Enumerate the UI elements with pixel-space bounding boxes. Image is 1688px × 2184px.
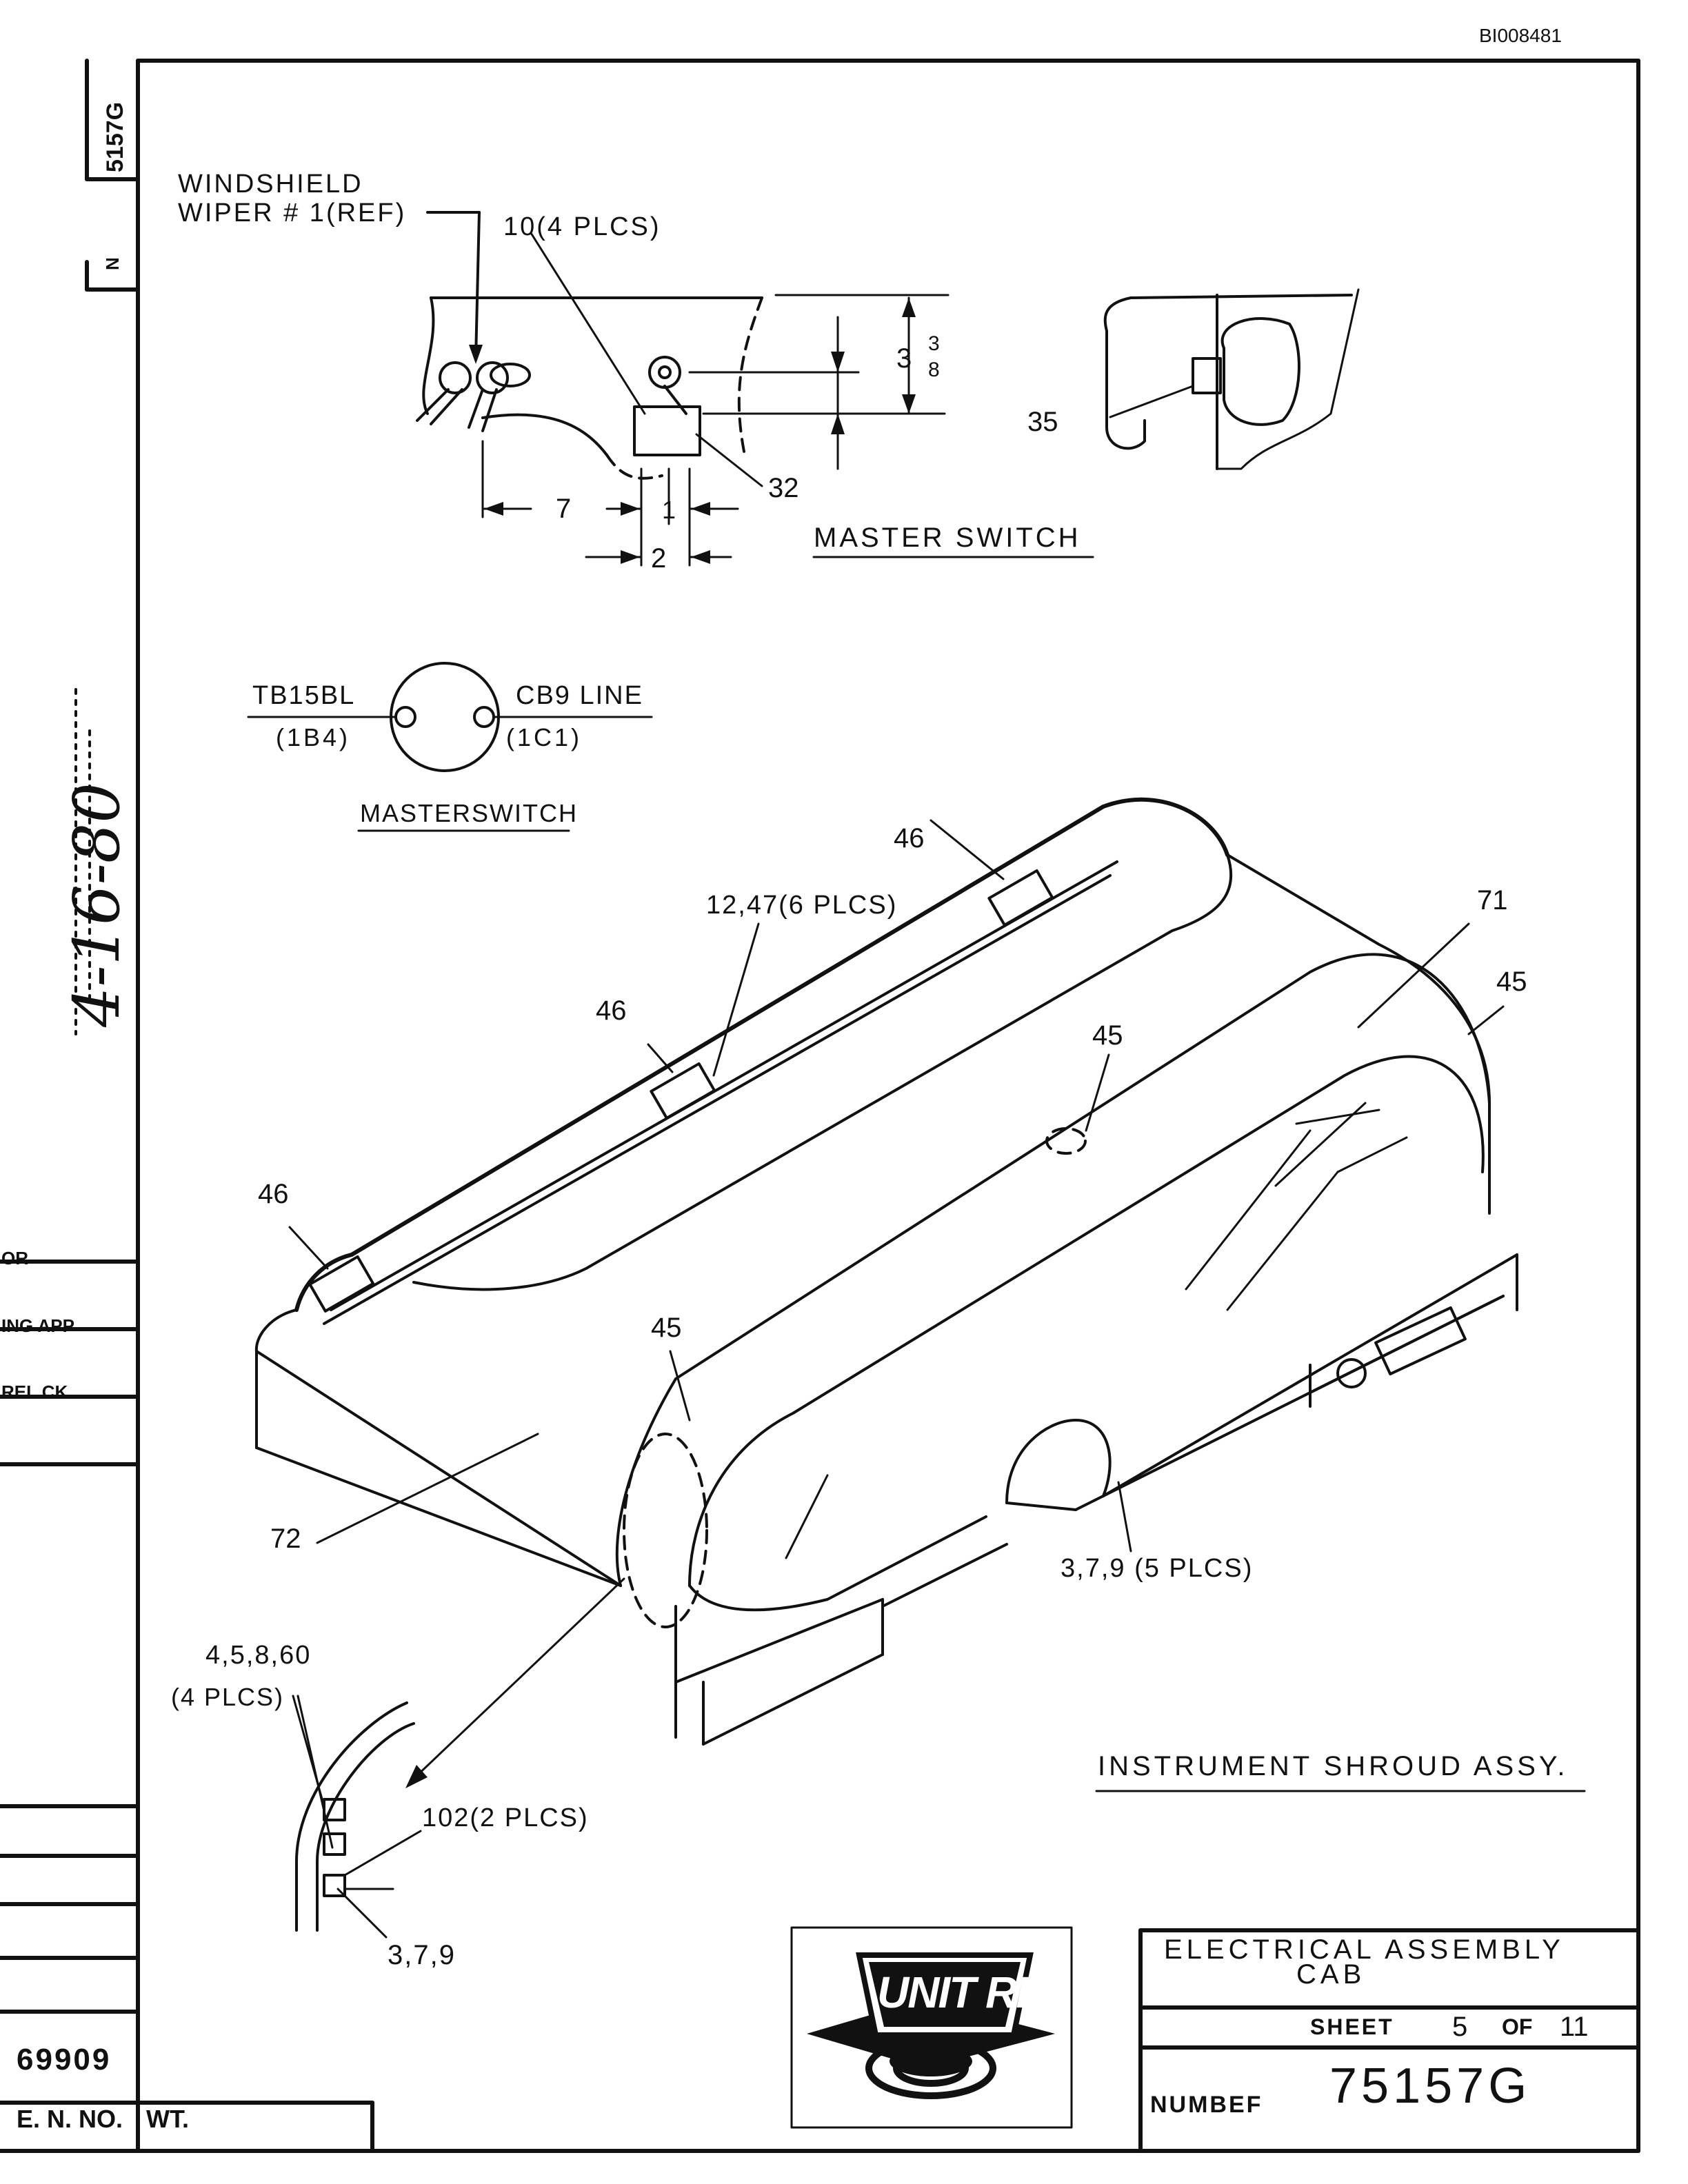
sheet-total: 11 [1560,2012,1589,2042]
wiper-label-line2: WIPER # 1(REF) [178,199,407,228]
dim-3-denominator: 8 [928,358,940,381]
date-stamp [74,688,91,1035]
number-label: NUMBEF [1150,2092,1263,2118]
shroud-title: INSTRUMENT SHROUD ASSY. [1098,1751,1569,1781]
schematic-right-sub: (1C1) [506,723,583,751]
logo-text: UNIT RIG [877,1968,1061,2017]
dim-1: 1 [662,496,676,524]
callout-45-mid: 45 [1092,1020,1123,1051]
dim-7: 7 [556,494,572,524]
sheet-number: 5 [1452,2012,1468,2042]
instrument-shroud [254,797,1586,1792]
sheet-border [0,59,1640,2153]
eno-label: E. N. NO. [17,2105,123,2133]
tb-label-eng-app: ING APP [1,1315,74,1336]
wiper-label-line1: WINDSHIELD [178,170,363,199]
callout-10: 10(4 PLCS) [503,212,661,241]
hose-detail [292,1695,422,1939]
callout-3-7-9: 3,7,9 [388,1940,456,1970]
callout-71: 71 [1477,885,1508,916]
callout-46-mid: 46 [596,995,627,1026]
callout-72: 72 [270,1524,301,1554]
title-line-1: ELECTRICAL ASSEMBLY [1164,1934,1565,1965]
margin-number: 5157G [102,101,128,172]
callout-35: 35 [1027,407,1058,437]
sheet-label: SHEET [1310,2014,1394,2039]
callout-4-5-8-60: 4,5,8,60 [205,1641,312,1670]
sheet-of: OF [1502,2014,1533,2039]
handwritten-date: 4-16-80 [60,782,134,1027]
master-switch-title: MASTER SWITCH [814,523,1081,553]
callout-46-top: 46 [894,823,925,853]
title-line-2: CAB [1296,1959,1366,1990]
wt-label: WT. [146,2105,189,2133]
master-switch-detail [416,211,1094,567]
callout-3-7-9-5plcs: 3,7,9 (5 PLCS) [1061,1554,1254,1583]
part-prefix: 69909 [17,2043,112,2076]
callout-12-47: 12,47(6 PLCS) [706,891,898,920]
unit-rig-logo [790,1926,1073,2129]
callout-4-plcs: (4 PLCS) [171,1683,285,1711]
margin-rev-letter: N [102,257,123,270]
callout-102: 102(2 PLCS) [422,1803,589,1832]
schematic-left-sub: (1B4) [276,723,351,751]
detail-35 [1103,288,1360,470]
document-id: BI008481 [1479,25,1562,46]
tb-label-or: OR [1,1248,28,1268]
callout-45-right: 45 [1496,967,1527,997]
schematic-right-label: CB9 LINE [516,681,643,710]
dim-2: 2 [651,543,667,574]
dim-3-numerator: 3 [928,332,940,355]
drawing-number: 75157G [1329,2059,1531,2114]
callout-45-left: 45 [651,1313,682,1343]
schematic-left-label: TB15BL [252,681,356,710]
masterswitch-schematic [247,662,653,832]
schematic-title: MASTERSWITCH [360,799,578,827]
callout-46-left: 46 [258,1179,289,1209]
dim-3-whole: 3 [896,343,912,374]
tb-label-rel-ck: REL CK [1,1382,68,1402]
callout-32: 32 [768,473,799,503]
